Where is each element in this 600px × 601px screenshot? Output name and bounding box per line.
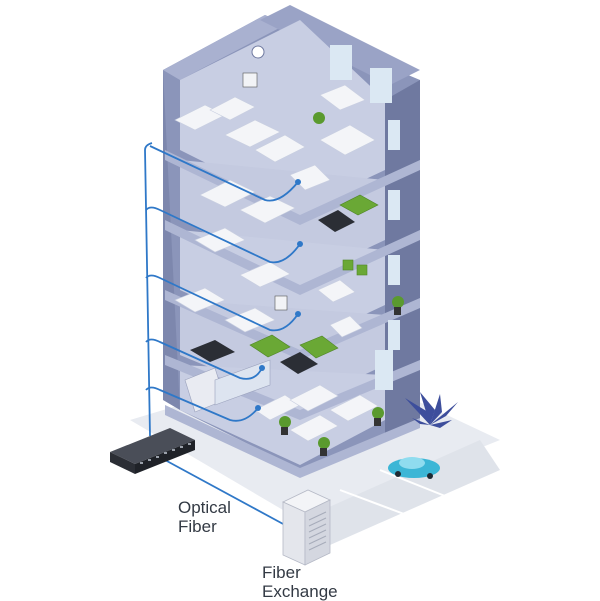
fiber-cable-exchange	[164, 459, 286, 526]
printer-icon	[242, 72, 258, 88]
floor-slab	[165, 150, 420, 225]
desk-icon	[319, 124, 376, 156]
desk-icon	[317, 279, 356, 303]
plant-pot	[320, 448, 327, 456]
table-icon	[318, 210, 355, 232]
fiber-cable-floor-2	[145, 338, 263, 380]
desk-icon	[239, 195, 296, 224]
sofa-icon	[299, 335, 339, 359]
fiber-cable-floor-5	[149, 145, 299, 202]
parking-line	[379, 469, 456, 501]
desk-icon	[289, 384, 339, 412]
plant-icon	[318, 437, 330, 449]
fiber-exchange-label-line1: Fiber	[262, 563, 301, 582]
sofa-icon	[339, 194, 379, 216]
desks	[174, 84, 379, 442]
plant-icon	[372, 407, 384, 419]
window	[388, 320, 400, 350]
plant-pot	[394, 307, 401, 315]
plant-icon	[392, 296, 404, 308]
fiber-cable-trunk	[144, 142, 153, 437]
optical-fiber-label-line1: Optical	[178, 498, 231, 517]
desk-icon	[329, 315, 363, 338]
fiber-endpoints	[255, 179, 303, 411]
window	[388, 120, 400, 150]
sofa-icon	[249, 334, 291, 358]
optical-fiber-label: Optical Fiber	[178, 498, 231, 536]
reception-counter	[190, 340, 235, 362]
window	[330, 45, 352, 80]
desk-icon	[239, 261, 291, 288]
clock-icon	[251, 45, 265, 59]
desk-icon	[209, 96, 256, 121]
desk-icon	[289, 414, 339, 442]
desk-icon	[254, 134, 306, 163]
desk-icon	[199, 179, 256, 208]
desk-icon	[224, 119, 281, 148]
floor-slab	[165, 220, 420, 295]
plant-icon	[279, 416, 291, 428]
desk-icon	[174, 287, 226, 313]
agave-plant-icon	[405, 392, 458, 428]
window	[388, 255, 400, 285]
window	[370, 68, 392, 103]
window	[388, 190, 400, 220]
printer-icon	[274, 295, 288, 311]
optical-fiber-label-line2: Fiber	[178, 517, 217, 536]
floor-slab	[165, 290, 420, 360]
fiber-cable-floor-4	[145, 206, 301, 264]
desk-icon	[319, 84, 366, 111]
building-roof	[163, 15, 285, 80]
chair-icon	[342, 259, 354, 271]
fiber-cable-floor-1	[145, 386, 259, 422]
sofas	[249, 194, 379, 359]
fiber-exchange-label: Fiber Exchange	[262, 563, 338, 601]
desk-icon	[329, 394, 379, 422]
lobby-glass	[214, 359, 271, 406]
street	[300, 440, 500, 545]
car-icon	[388, 457, 440, 479]
plants	[279, 112, 404, 456]
window	[375, 350, 393, 390]
windows	[330, 45, 400, 390]
table-icon	[280, 352, 318, 374]
plant-pot	[281, 427, 288, 435]
plant-pot	[374, 418, 381, 426]
chair-icon	[356, 264, 368, 276]
fiber-exchange-cabinet-icon	[282, 489, 331, 566]
floor-slab	[165, 405, 420, 478]
fiber-cables	[144, 142, 301, 526]
switch-icon	[110, 428, 195, 474]
desk-icon	[194, 227, 246, 253]
fiber-exchange-label-line2: Exchange	[262, 582, 338, 601]
plant-icon	[313, 112, 325, 124]
fiber-cable-floor-3	[145, 274, 299, 332]
parking-line	[339, 489, 421, 521]
